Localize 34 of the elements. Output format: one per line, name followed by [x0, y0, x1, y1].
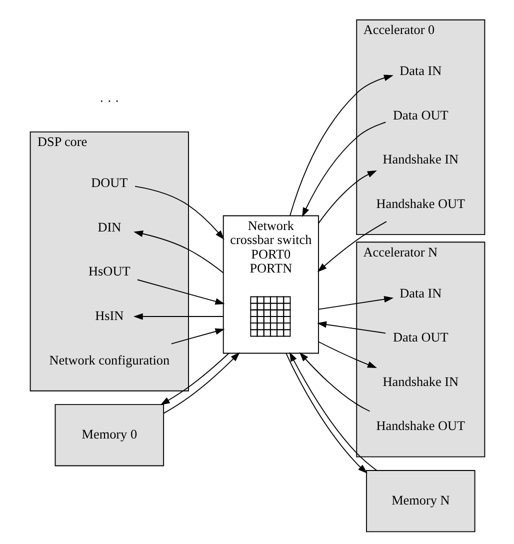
node-text: DIN — [97, 219, 121, 234]
node-text: HsOUT — [88, 264, 130, 279]
node-text: Data OUT — [392, 107, 448, 122]
node-text: Handshake OUT — [376, 196, 465, 211]
node-text: Data IN — [399, 63, 442, 78]
node-text: Data IN — [399, 285, 442, 300]
cluster: Network crossbar switch PORT0 PORTN — [222, 215, 318, 354]
arrow — [316, 221, 386, 272]
node-text: Handshake IN — [382, 152, 458, 167]
arrow — [302, 122, 386, 218]
node-text: Handshake IN — [382, 374, 458, 389]
arrow — [318, 341, 376, 368]
node-text: HsIN — [94, 308, 124, 323]
node-box: Memory N — [366, 470, 475, 532]
node-text: Network configuration — [48, 352, 170, 368]
arrow — [160, 352, 229, 406]
arrow — [318, 170, 376, 224]
node-text: DOUT — [90, 175, 128, 190]
arrow — [133, 230, 224, 274]
node-text: Data OUT — [392, 330, 448, 345]
arrow — [288, 74, 393, 216]
arrow — [162, 352, 240, 414]
label: · · · — [99, 93, 119, 108]
arrow — [316, 321, 386, 334]
arrow — [170, 328, 224, 344]
node-text: Handshake OUT — [376, 418, 465, 434]
arrow — [132, 313, 224, 320]
arrow — [298, 352, 370, 412]
arrow — [285, 352, 367, 474]
arrow — [288, 352, 377, 471]
arrow — [136, 279, 224, 305]
arrow — [318, 296, 394, 310]
arrow — [134, 186, 224, 240]
node-box: Memory 0 — [54, 404, 164, 466]
